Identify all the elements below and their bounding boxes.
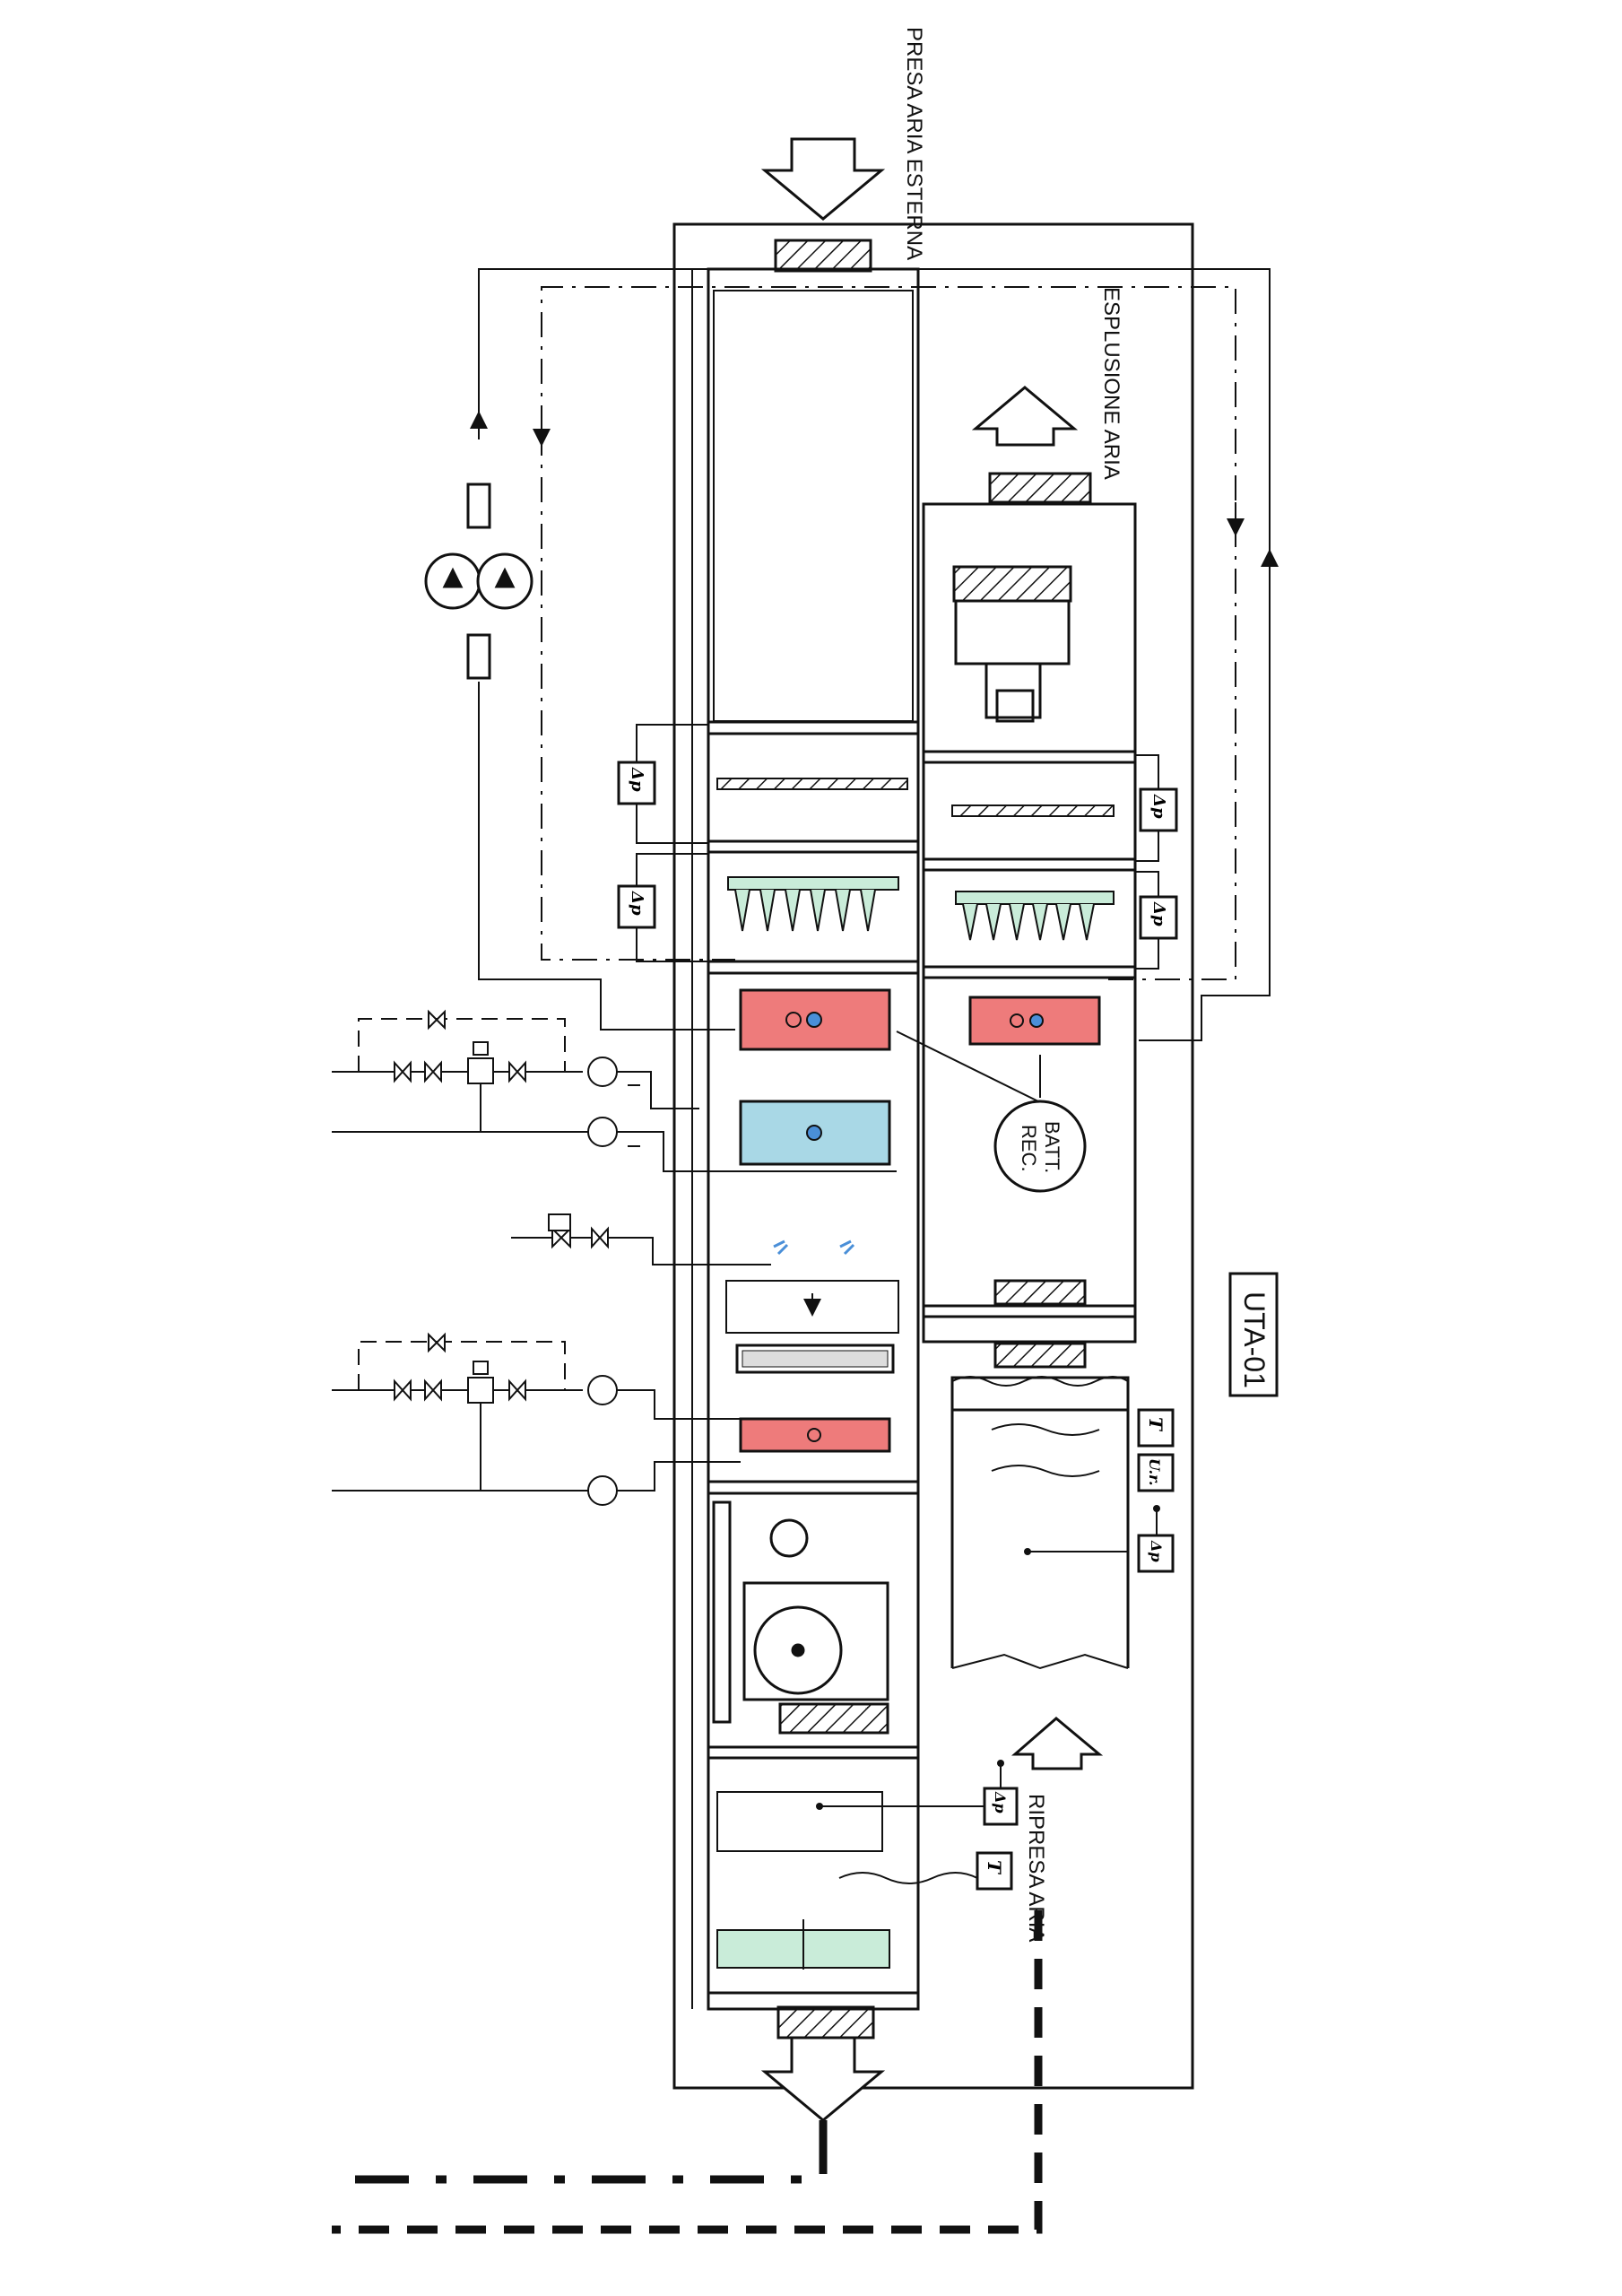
- svg-text:Δp: Δp: [1148, 1540, 1165, 1562]
- svg-text:Δp: Δp: [628, 767, 646, 792]
- exhaust-fan: [952, 565, 1072, 723]
- svg-text:Δp: Δp: [1149, 901, 1168, 926]
- recovery-coil-callout: BATT. REC.: [896, 1031, 1087, 1193]
- dp-sensor-supply-outlet: Δp: [816, 1760, 1019, 1826]
- svg-text:U.r.: U.r.: [1146, 1458, 1163, 1486]
- upper-hydronic-valve-train: [332, 1009, 741, 1172]
- recovery-coil-label-2: REC.: [1018, 1125, 1040, 1172]
- humidity-sensor-return: U.r.: [1137, 1453, 1175, 1492]
- unit-id-label: UTA-01: [1238, 1292, 1271, 1388]
- twin-circulation-pump: [424, 483, 533, 680]
- exhaust-air-arrow: [971, 386, 1092, 504]
- fresh-air-intake: [760, 137, 886, 273]
- unit-id-box: UTA-01: [1228, 1272, 1279, 1397]
- fresh-air-intake-label: PRESA ARIA ESTERNA: [902, 27, 926, 260]
- humidifier-nozzles: [773, 1239, 855, 1256]
- exhaust-bottom-damper: [993, 1279, 1087, 1369]
- exhaust-bag-filter: [955, 891, 1115, 941]
- lower-hydronic-valve-train: [332, 1332, 741, 1506]
- droplet-separator: [725, 1280, 899, 1374]
- recovery-loop-piping: [470, 268, 1279, 1041]
- return-air-ductline: [332, 1910, 1043, 2234]
- supply-recovery-coil: [739, 988, 891, 1051]
- dp-sensor-exhaust-filter: Δp: [1135, 754, 1178, 862]
- temp-sensor-supply-outlet: T: [838, 1851, 1013, 1891]
- exhaust-panel-filter: [951, 804, 1115, 817]
- dp-sensor-supply-filter: Δp: [617, 724, 708, 844]
- svg-text:T: T: [984, 1860, 1005, 1875]
- cooling-coil: [739, 1100, 897, 1172]
- dp-sensor-supply-bag-filter: Δp: [617, 853, 708, 962]
- supply-final-section: [716, 1791, 890, 1970]
- supply-bag-filter: [727, 876, 899, 932]
- unit-casing: [672, 222, 1194, 2090]
- exhaust-column: [922, 502, 1137, 1344]
- dp-sensor-return: Δp: [1137, 1505, 1175, 1573]
- return-air-duct: [950, 1376, 1130, 1770]
- svg-text:Δp: Δp: [1149, 794, 1168, 819]
- svg-text:Δp: Δp: [628, 891, 646, 916]
- intake-damper: [774, 239, 872, 273]
- humidifier-valve-train: [511, 1213, 771, 1265]
- supply-panel-filter: [716, 778, 908, 790]
- air-exhaust-label: ESPLUSIONE ARIA: [1099, 287, 1123, 480]
- post-heating-coil: [739, 1417, 891, 1453]
- recovery-coil-label-1: BATT.: [1041, 1121, 1063, 1173]
- supply-outlet: [332, 2005, 886, 2184]
- exhaust-recovery-coil: [968, 996, 1101, 1046]
- svg-text:T: T: [1145, 1417, 1167, 1432]
- dp-sensor-exhaust-bag-filter: Δp: [1135, 871, 1178, 970]
- svg-text:Δp: Δp: [992, 1791, 1009, 1813]
- supply-fan: [712, 1500, 889, 1735]
- temp-sensor-return: T: [1137, 1408, 1175, 1448]
